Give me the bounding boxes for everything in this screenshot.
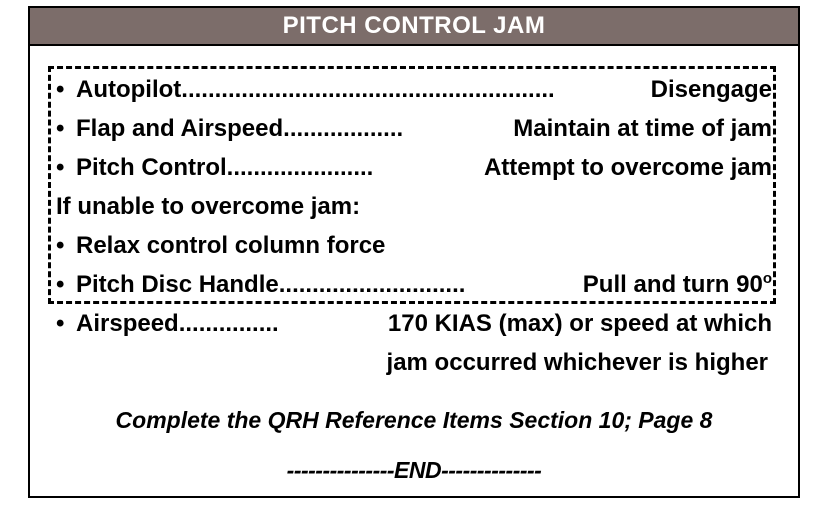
checklist-item-pitch-control: • Pitch Control ...................... A… [56, 148, 772, 187]
item-action-text: Pull and turn 90 [582, 271, 763, 298]
bullet-icon: • [56, 310, 65, 337]
bullet-icon: • [56, 154, 65, 181]
item-action: Disengage [650, 76, 772, 103]
bullet-icon: • [56, 76, 65, 103]
degree-icon: o [762, 270, 772, 287]
item-label: Relax control column force [76, 232, 386, 259]
checklist-items: • Autopilot ............................… [30, 46, 798, 486]
item-label: Flap and Airspeed [76, 115, 284, 142]
card-body: • Autopilot ............................… [30, 46, 798, 496]
item-label: Autopilot [76, 76, 182, 103]
condition-statement: If unable to overcome jam: [56, 193, 361, 220]
leader-dots: ........................................… [181, 76, 555, 103]
item-action: Pull and turn 90o [583, 265, 772, 304]
bullet-icon: • [56, 271, 65, 298]
checklist-item-flap-and-airspeed: • Flap and Airspeed .................. M… [56, 109, 772, 148]
checklist-card: PITCH CONTROL JAM • Autopilot ..........… [28, 6, 800, 498]
reference-note: Complete the QRH Reference Items Section… [115, 407, 713, 433]
leader-dots: .................. [283, 115, 404, 142]
checklist-item-autopilot: • Autopilot ............................… [56, 70, 772, 109]
bullet-icon: • [56, 115, 65, 142]
leader-dots: ...................... [226, 154, 374, 181]
item-action: Attempt to overcome jam [483, 154, 772, 181]
leader-dots: ............................ [278, 271, 466, 298]
page-title: PITCH CONTROL JAM [282, 12, 546, 39]
checklist-item-pitch-disc-handle: • Pitch Disc Handle ....................… [56, 265, 772, 304]
item-label: Pitch Control [76, 154, 227, 181]
bullet-icon: • [56, 232, 65, 259]
checklist-item-airspeed-continuation: jam occurred whichever is higher [386, 349, 768, 376]
checklist-item-relax-control-column: • Relax control column force [56, 226, 772, 265]
item-label: Airspeed [76, 310, 179, 337]
leader-dots: ............... [178, 310, 279, 337]
item-label: Pitch Disc Handle [76, 271, 279, 298]
item-action: Maintain at time of jam [513, 115, 772, 142]
end-marker: ---------------END-------------- [286, 457, 542, 483]
item-action: 170 KIAS (max) or speed at which [387, 310, 772, 337]
card-header: PITCH CONTROL JAM [30, 8, 798, 46]
checklist-item-airspeed: • Airspeed ............... 170 KIAS (max… [56, 304, 772, 343]
